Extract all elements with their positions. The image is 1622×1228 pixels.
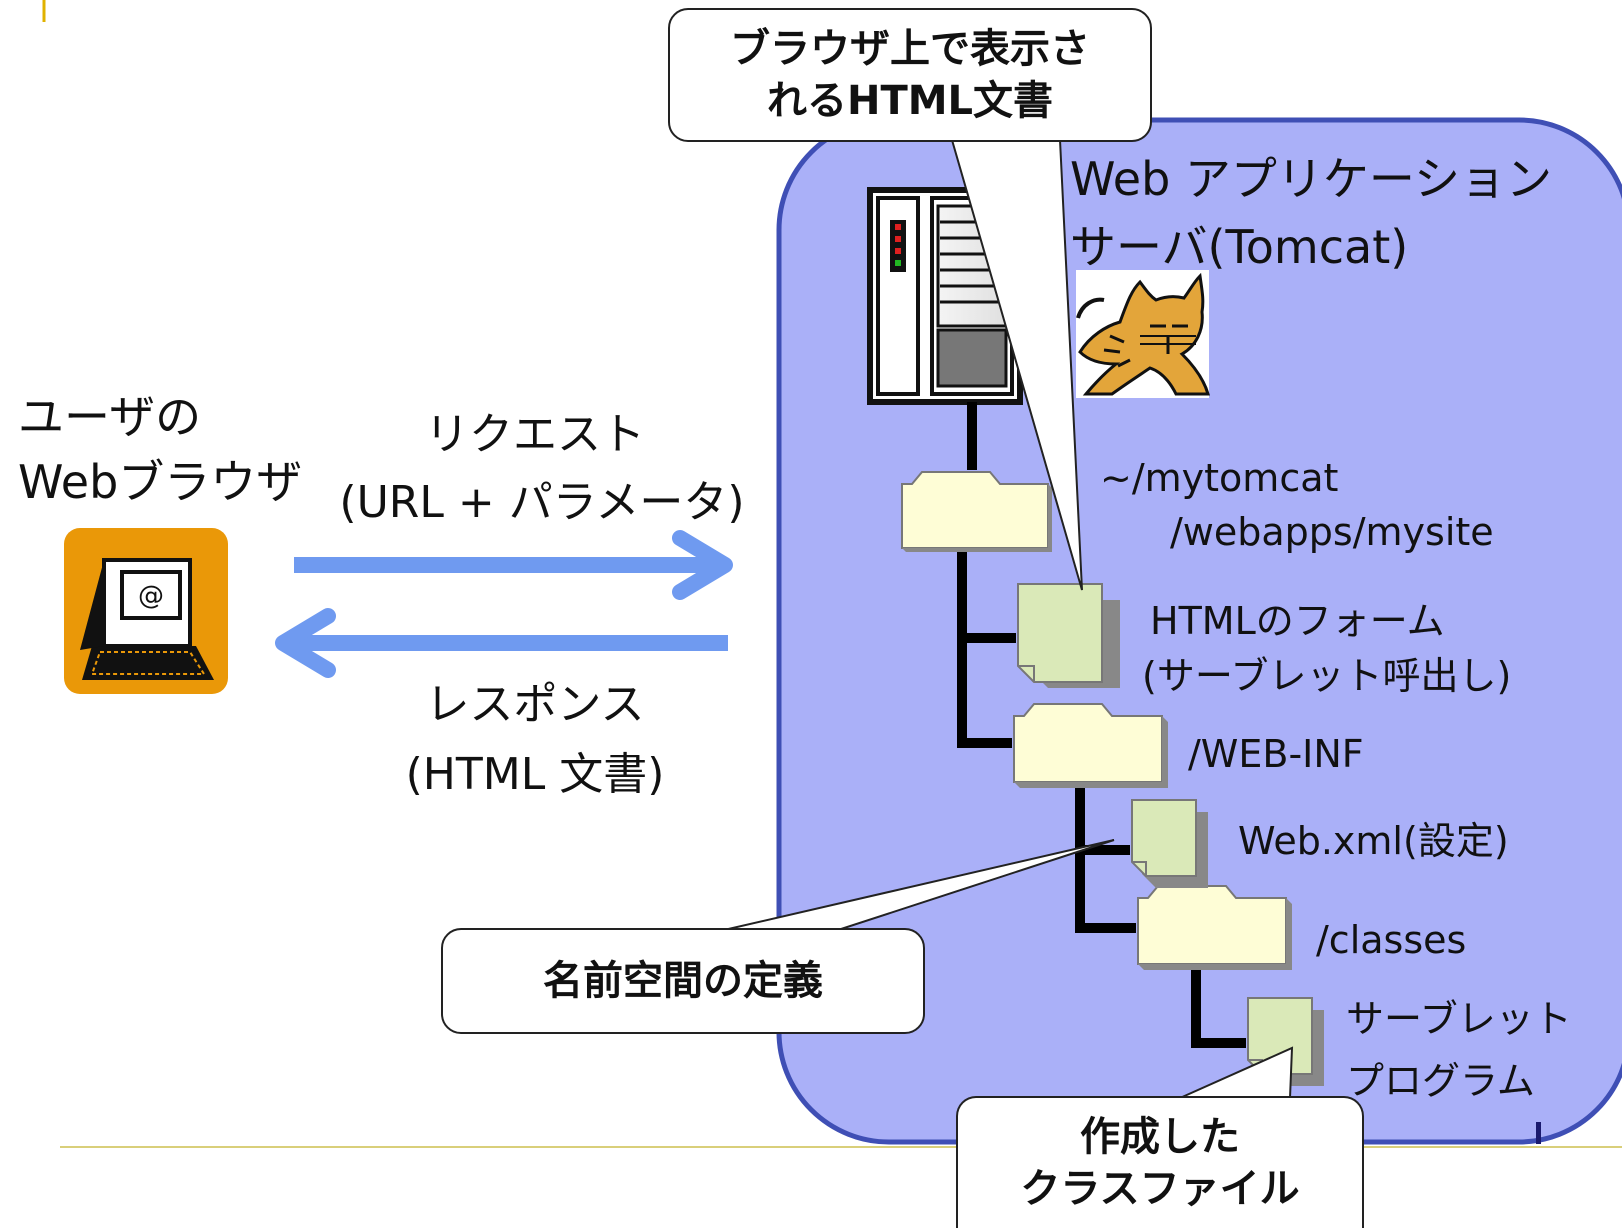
tomcat-icon (1076, 270, 1210, 398)
server-title-line2: サーバ(Tomcat) (1070, 220, 1409, 274)
request-label-line2: (URL + パラメータ) (339, 477, 745, 528)
folder-icon-classes (1137, 885, 1292, 970)
tree-html-form-line2: (サーブレット呼出し) (1142, 654, 1512, 698)
callout-namespace-definition: 名前空間の定義 (441, 928, 925, 1034)
callout-html-doc-line2: れるHTML文書 (766, 78, 1054, 124)
client-label-line1: ユーザの (18, 390, 202, 444)
tree-web-inf: /WEB-INF (1188, 732, 1364, 776)
tree-classes: /classes (1316, 918, 1467, 962)
folder-icon-web-inf (1013, 703, 1168, 788)
response-label-line2: (HTML 文書) (405, 749, 665, 800)
directory-tree-lines (957, 402, 1246, 1048)
response-label-line1: レスポンス (425, 679, 645, 730)
request-arrow (294, 530, 733, 600)
tree-html-form-line1: HTMLのフォーム (1150, 599, 1445, 643)
tree-servlet-line2: プログラム (1346, 1059, 1535, 1103)
file-icon-html-form (1017, 583, 1120, 688)
callout-classfile-line1: 作成した (1079, 1114, 1240, 1160)
computer-at-icon: @ (64, 528, 228, 694)
callout-classfile-line2: クラスファイル (1020, 1166, 1300, 1212)
response-arrow (275, 608, 728, 678)
callout-namespace-text: 名前空間の定義 (543, 958, 823, 1004)
tree-web-xml: Web.xml(設定) (1238, 819, 1509, 863)
tree-root-line1: ~/mytomcat (1100, 456, 1339, 500)
callout-html-document: ブラウザ上で表示さ れるHTML文書 (668, 8, 1152, 142)
tree-servlet-line1: サーブレット (1346, 997, 1572, 1041)
file-icon-web-xml (1131, 799, 1208, 888)
server-title-line1: Web アプリケーション (1070, 152, 1552, 206)
tree-root-line2: /webapps/mysite (1170, 510, 1494, 554)
client-label-line2: Webブラウザ (18, 455, 303, 509)
callout-class-file: 作成した クラスファイル (956, 1096, 1364, 1228)
svg-text:@: @ (138, 581, 164, 611)
callout-html-doc-line1: ブラウザ上で表示さ (730, 26, 1090, 72)
slide-edge-mark (1536, 1122, 1541, 1144)
request-label-line1: リクエスト (425, 409, 645, 460)
folder-icon-mysite (901, 471, 1052, 552)
